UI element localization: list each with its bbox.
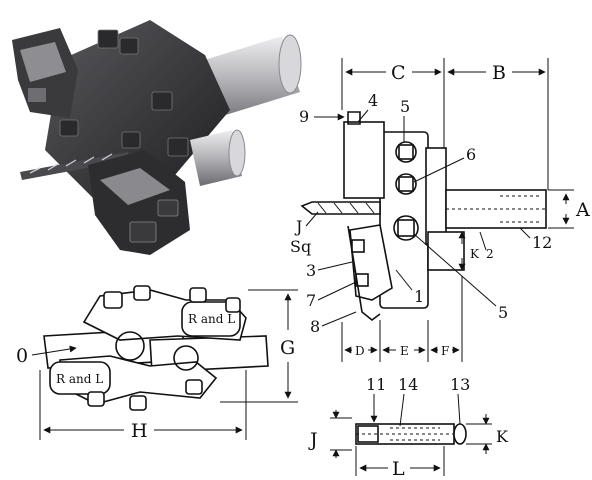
dim-h: H [39, 370, 247, 442]
plan-view: R and L R and L G [16, 285, 298, 442]
callout-14: 14 [398, 375, 418, 394]
cap-top-label: R and L [188, 312, 235, 326]
dim-k-label: K [470, 247, 480, 261]
dim-d-label: D [355, 344, 365, 358]
dim-c: C [345, 62, 442, 84]
photo-cutter-bottom [88, 150, 190, 255]
pin-view: J K L 11 14 13 [308, 375, 509, 480]
callout-0: 0 [16, 345, 28, 367]
callout-2: 2 [486, 247, 494, 261]
plan-cap-bottom: R and L [49, 361, 111, 395]
dim-b: B [447, 62, 546, 84]
dim-c-label: C [391, 62, 406, 84]
callout-3: 3 [306, 261, 316, 280]
callout-7: 7 [306, 291, 316, 310]
callout-6: 6 [466, 145, 476, 164]
callout-sq: Sq [290, 237, 311, 256]
dim-g-label: G [280, 337, 295, 359]
dim-b-label: B [492, 62, 506, 84]
dim-f-label: F [441, 344, 449, 358]
pin-dim-l-label: L [392, 458, 405, 480]
photo-bolts [59, 29, 189, 157]
callout-8: 8 [310, 317, 320, 336]
pin-dim-j-label: J [308, 429, 318, 451]
callout-11: 11 [366, 375, 386, 394]
callout-5-top: 5 [400, 97, 410, 116]
dim-g: G [220, 289, 298, 403]
callout-13: 13 [450, 375, 470, 394]
cap-bottom-label: R and L [56, 372, 103, 386]
pin-dim-k-label: K [496, 427, 509, 446]
dim-a: A [548, 189, 590, 229]
dim-h-label: H [131, 420, 148, 442]
photo-lower-cylinder [190, 129, 246, 186]
photo-cutter-left [12, 28, 78, 118]
photo-drill [20, 152, 130, 180]
dim-k: K [458, 231, 480, 271]
callout-5-bottom: 5 [498, 303, 508, 322]
dim-e-label: E [400, 344, 409, 358]
callout-9: 9 [299, 107, 309, 126]
callout-12: 12 [532, 233, 552, 252]
callout-j: J [294, 217, 302, 236]
side-callouts: 9 4 5 6 J Sq 3 7 8 1 5 2 12 [290, 91, 552, 336]
callout-1: 1 [414, 287, 424, 306]
dim-def: D E F [341, 276, 463, 362]
plan-bolts [87, 285, 241, 411]
dim-a-label: A [575, 199, 590, 221]
side-view: C B [290, 58, 590, 362]
callout-4: 4 [368, 91, 378, 110]
tool-photo [12, 20, 302, 255]
